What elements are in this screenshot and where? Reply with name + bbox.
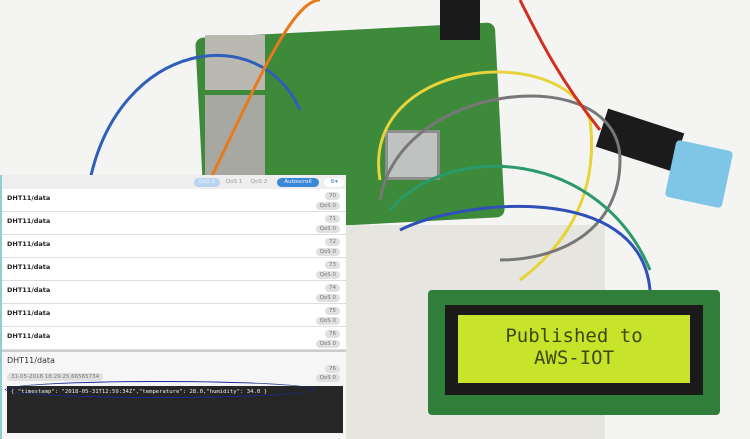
- message-qos: QoS 0: [315, 271, 340, 279]
- message-topic: DHT11/data: [7, 309, 51, 317]
- message-row[interactable]: DHT11/data 72 QoS 0: [2, 235, 346, 258]
- detail-qos: QoS 0: [315, 374, 340, 382]
- message-row[interactable]: DHT11/data 74 QoS 0: [2, 281, 346, 304]
- message-number: 74: [325, 284, 340, 292]
- message-row[interactable]: DHT11/data 73 QoS 0: [2, 258, 346, 281]
- toolbar: QoS 0 QoS 1 QoS 2 Autoscroll ⚙▾: [2, 175, 346, 189]
- message-topic: DHT11/data: [7, 217, 51, 225]
- usb-ports: [205, 95, 265, 175]
- message-number: 71: [325, 215, 340, 223]
- message-qos: QoS 0: [315, 340, 340, 348]
- message-number: 70: [325, 192, 340, 200]
- message-topic: DHT11/data: [7, 263, 51, 271]
- message-qos: QoS 0: [315, 317, 340, 325]
- message-qos: QoS 0: [315, 225, 340, 233]
- message-topic: DHT11/data: [7, 194, 51, 202]
- message-row[interactable]: DHT11/data 76 QoS 0: [2, 327, 346, 350]
- message-topic: DHT11/data: [7, 332, 51, 340]
- message-topic: DHT11/data: [7, 240, 51, 248]
- message-qos: QoS 0: [315, 248, 340, 256]
- qos0-button[interactable]: QoS 0: [194, 178, 220, 187]
- message-topic: DHT11/data: [7, 286, 51, 294]
- gear-icon[interactable]: ⚙▾: [324, 178, 344, 187]
- message-number: 75: [325, 307, 340, 315]
- lcd-line-1: Published to: [505, 325, 643, 347]
- mqtt-message-panel: QoS 0 QoS 1 QoS 2 Autoscroll ⚙▾ DHT11/da…: [0, 175, 346, 439]
- autoscroll-button[interactable]: Autoscroll: [277, 178, 319, 187]
- processor-chip: [385, 130, 440, 180]
- detail-topic: DHT11/data: [7, 356, 55, 365]
- detail-timestamp: 31-05-2018 18:29:25.66565734: [7, 373, 104, 381]
- message-number: 73: [325, 261, 340, 269]
- message-row[interactable]: DHT11/data 71 QoS 0: [2, 212, 346, 235]
- highlight-oval: [5, 381, 315, 398]
- power-jack: [440, 0, 480, 40]
- lcd-screen: Published to AWS-IOT: [458, 315, 690, 383]
- message-qos: QoS 0: [315, 202, 340, 210]
- detail-number: 76: [325, 365, 340, 373]
- lcd-line-2: AWS-IOT: [533, 347, 615, 369]
- qos2-button[interactable]: QoS 2: [250, 179, 268, 185]
- message-number: 72: [325, 238, 340, 246]
- message-qos: QoS 0: [315, 294, 340, 302]
- message-row[interactable]: DHT11/data 70 QoS 0: [2, 189, 346, 212]
- message-row[interactable]: DHT11/data 75 QoS 0: [2, 304, 346, 327]
- message-detail: DHT11/data 76 31-05-2018 18:29:25.665657…: [2, 350, 346, 439]
- message-number: 76: [325, 330, 340, 338]
- qos1-button[interactable]: QoS 1: [225, 179, 243, 185]
